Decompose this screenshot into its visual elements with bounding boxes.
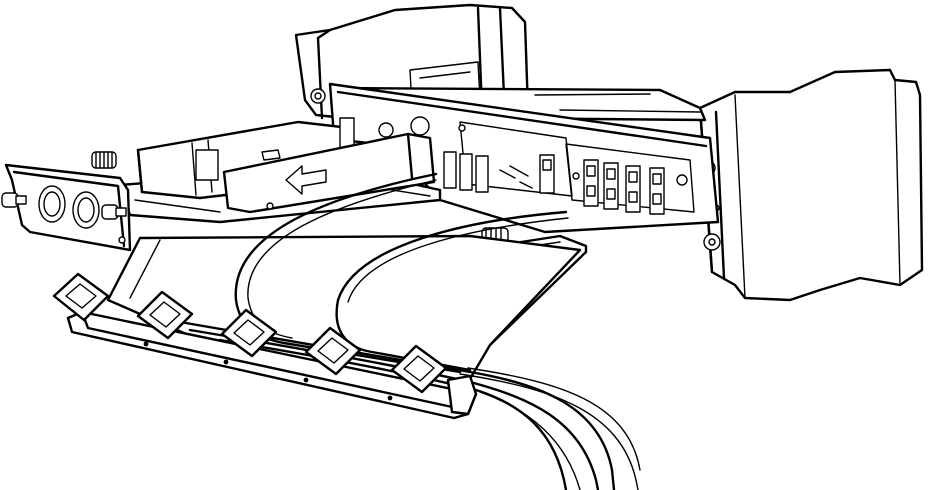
front-panel-with-connectors — [1, 151, 132, 252]
cable-ring-5 — [390, 344, 448, 394]
adapter-1 — [583, 159, 599, 207]
adapter-6 — [443, 151, 489, 193]
fiber-adapters — [443, 151, 665, 215]
thumb-screw-left — [1, 192, 27, 208]
adapter-3 — [625, 165, 641, 213]
rack-frame-right — [698, 68, 924, 302]
adapter-5 — [539, 154, 555, 194]
drawer-rear-panel — [328, 82, 720, 234]
cable-management-bar — [52, 272, 478, 420]
cable-ring-2 — [136, 290, 194, 340]
top-thumb-screw — [91, 151, 117, 169]
cable-ring-3 — [220, 308, 278, 358]
adapter-4 — [649, 167, 665, 215]
connector-port-2 — [72, 191, 100, 229]
adapter-2 — [603, 162, 619, 210]
thumb-screw-right — [101, 204, 127, 220]
pcb-traces — [499, 165, 533, 189]
bar-end-clip — [446, 374, 478, 416]
left-arrow-icon — [285, 165, 327, 195]
cable-support-plate — [106, 234, 582, 398]
connector-port-1 — [38, 185, 66, 223]
drawer-front-cover — [222, 132, 436, 214]
bar-holes — [143, 341, 393, 401]
cable-ring-4 — [304, 326, 362, 376]
cable-ring-1 — [52, 272, 110, 322]
